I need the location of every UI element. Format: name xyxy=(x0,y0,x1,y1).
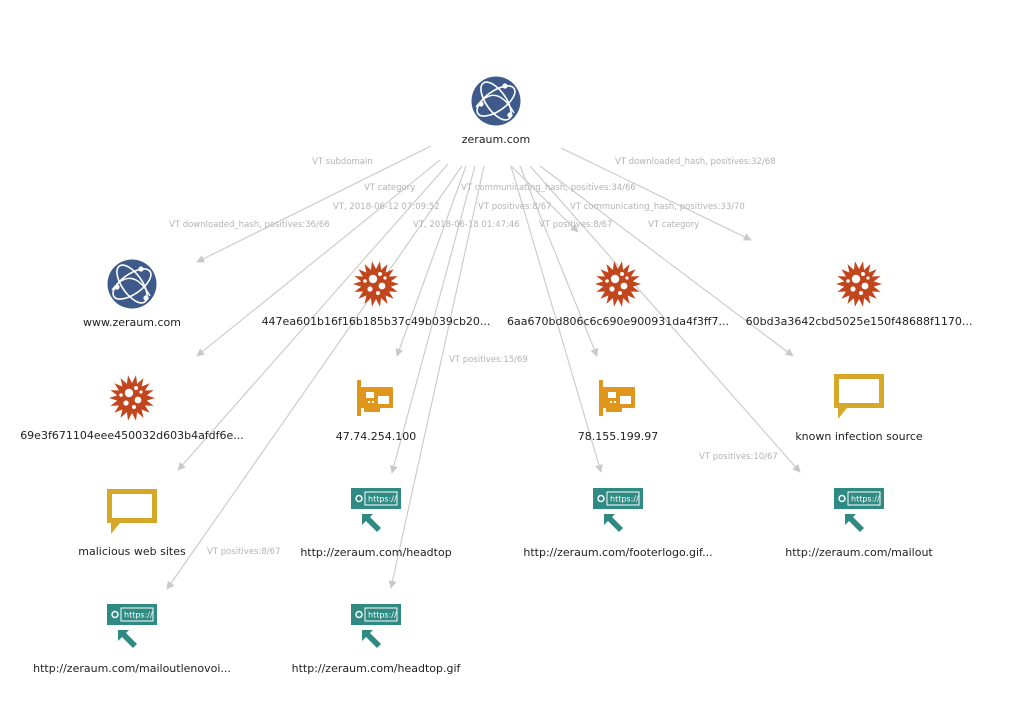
node-label: http://zeraum.com/mailoutlenovoi... xyxy=(33,662,231,675)
edge-label: VT category xyxy=(648,220,699,230)
node-label: 78.155.199.97 xyxy=(578,430,658,443)
network-card-icon xyxy=(357,380,393,416)
node-file60b[interactable]: 60bd3a3642cbd5025e150f48688f1170... xyxy=(746,261,973,328)
edge-label: VT communicating_hash, positives:34/66 xyxy=(461,183,636,193)
nodes-layer: zeraum.com www.zeraum.com 447ea601b16f16b1… xyxy=(20,76,973,675)
node-label: http://zeraum.com/headtop.gif xyxy=(292,662,462,675)
https-badge-text: https:// xyxy=(368,611,397,620)
edge-label: VT category xyxy=(364,183,415,193)
https-badge-text: https:// xyxy=(124,611,153,620)
node-label: 47.74.254.100 xyxy=(336,430,416,443)
edge-label: VT, 2018-06-18 01:47:46 xyxy=(413,220,520,230)
globe-icon xyxy=(471,76,521,126)
url-link-icon: https:// xyxy=(107,604,157,648)
url-link-icon: https:// xyxy=(834,488,884,532)
node-file6aa[interactable]: 6aa670bd806c6c690e900931da4f3ff7... xyxy=(507,261,729,328)
edge-root-to-mailout[interactable] xyxy=(529,165,801,473)
node-file69e[interactable]: 69e3f671104eee450032d603b4afdf6e... xyxy=(20,375,244,442)
edge-root-to-known[interactable] xyxy=(539,165,794,357)
node-known[interactable]: known infection source xyxy=(795,374,923,443)
comment-icon xyxy=(107,489,157,534)
edge-root-to-footer[interactable] xyxy=(510,165,603,473)
node-mailout[interactable]: https:// http://zeraum.com/mailout xyxy=(785,488,933,559)
node-label: 6aa670bd806c6c690e900931da4f3ff7... xyxy=(507,315,729,328)
comment-icon xyxy=(834,374,884,419)
node-label: http://zeraum.com/mailout xyxy=(785,546,933,559)
https-badge-text: https:// xyxy=(610,495,639,504)
edge-label: VT positives:15/69 xyxy=(449,355,528,365)
node-headtopgif[interactable]: https:// http://zeraum.com/headtop.gif xyxy=(292,604,462,675)
edge-label: VT positives:8/67 xyxy=(539,220,612,230)
node-ip47[interactable]: 47.74.254.100 xyxy=(336,380,416,443)
network-card-icon xyxy=(599,380,635,416)
node-label: malicious web sites xyxy=(78,545,186,558)
edge-root-to-mailoutl[interactable] xyxy=(166,165,463,590)
edge-root-to-file60b[interactable] xyxy=(560,147,752,241)
virus-file-icon xyxy=(109,375,155,421)
node-label: 69e3f671104eee450032d603b4afdf6e... xyxy=(20,429,244,442)
edge-labels-layer: VT subdomain VT category VT downloaded_has… xyxy=(169,157,778,557)
virus-file-icon xyxy=(836,261,882,307)
edge-label: VT subdomain xyxy=(312,157,373,167)
node-ip78[interactable]: 78.155.199.97 xyxy=(578,380,658,443)
node-file447[interactable]: 447ea601b16f16b185b37c49b039cb20... xyxy=(262,261,491,328)
node-label: www.zeraum.com xyxy=(83,316,181,329)
edge-label: VT downloaded_hash, positives:36/66 xyxy=(169,220,330,230)
node-headtop[interactable]: https:// http://zeraum.com/headtop xyxy=(300,488,452,559)
node-root[interactable]: zeraum.com xyxy=(462,76,530,147)
edge-root-to-headtop[interactable] xyxy=(390,165,476,474)
edge-root-to-ip78[interactable] xyxy=(519,165,599,357)
https-badge-text: https:// xyxy=(851,495,880,504)
node-footer[interactable]: https:// http://zeraum.com/footerlogo.gif… xyxy=(523,488,713,559)
edge-label: VT positives:8/67 xyxy=(207,547,280,557)
edges-layer xyxy=(166,145,801,590)
edge-root-to-ip47[interactable] xyxy=(395,165,467,357)
edge-label: VT, 2018-06-12 07:09:52 xyxy=(333,202,440,212)
node-label: 60bd3a3642cbd5025e150f48688f1170... xyxy=(746,315,973,328)
node-malicious[interactable]: malicious web sites xyxy=(78,489,186,558)
edge-root-to-malicious[interactable] xyxy=(177,163,449,471)
node-label: http://zeraum.com/headtop xyxy=(300,546,451,559)
node-www[interactable]: www.zeraum.com xyxy=(83,259,181,330)
node-label: zeraum.com xyxy=(462,133,530,146)
https-badge-text: https:// xyxy=(368,495,397,504)
edge-root-to-file69e[interactable] xyxy=(196,159,441,357)
globe-icon xyxy=(107,259,157,309)
edge-label: VT downloaded_hash, positives:32/68 xyxy=(615,157,776,167)
edge-root-to-www[interactable] xyxy=(196,145,432,263)
edge-label: VT positives:10/67 xyxy=(699,452,778,462)
edge-root-to-headtopgif[interactable] xyxy=(388,165,485,589)
url-link-icon: https:// xyxy=(351,604,401,648)
edge-label: VT communicating_hash, positives:33/70 xyxy=(570,202,745,212)
edge-root-to-file6aa[interactable] xyxy=(510,165,579,233)
node-mailoutl[interactable]: https:// http://zeraum.com/mailoutlenovoi… xyxy=(33,604,231,675)
edge-label: VT positives:8/67 xyxy=(478,202,551,212)
virus-file-icon xyxy=(353,261,399,307)
url-link-icon: https:// xyxy=(593,488,643,532)
url-link-icon: https:// xyxy=(351,488,401,532)
node-label: 447ea601b16f16b185b37c49b039cb20... xyxy=(262,315,491,328)
node-label: http://zeraum.com/footerlogo.gif... xyxy=(523,546,712,559)
virus-file-icon xyxy=(595,261,641,307)
node-label: known infection source xyxy=(795,430,923,443)
